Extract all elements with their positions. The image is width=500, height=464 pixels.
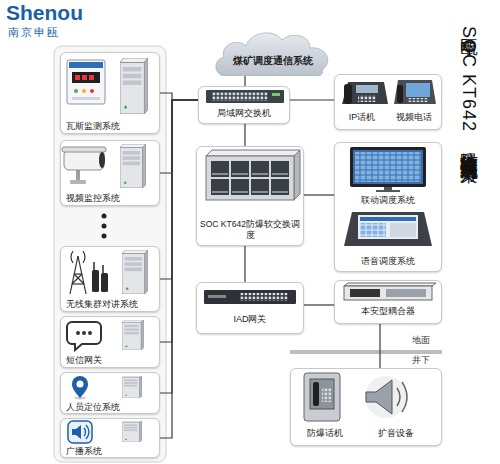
system-box: 视频监控系统	[60, 140, 160, 206]
system-box: 短信网关	[60, 316, 160, 368]
connector-line	[379, 324, 380, 368]
connector-line	[304, 194, 334, 195]
terminal-box: 防爆话机扩音设备	[290, 368, 442, 446]
logo-text: Shenou	[6, 1, 83, 24]
connector-line	[160, 100, 198, 173]
system-box: 无线集群对讲系统	[60, 246, 160, 312]
node-label: 联动调度系统	[335, 195, 441, 206]
level-label: 地面	[412, 336, 430, 346]
connector-line	[160, 93, 198, 100]
connector-line	[160, 100, 198, 393]
left-panel	[54, 46, 166, 462]
ellipsis-dots	[102, 214, 107, 219]
cloud-node: 煤矿调度通信系统	[212, 26, 334, 76]
ellipsis-dots	[102, 214, 107, 239]
system-box: 人员定位系统	[60, 372, 160, 414]
node-label: IP话机	[339, 112, 385, 123]
node-label: SOC KT642防爆软交换调度	[200, 219, 300, 241]
device-box: 联动调度系统语音调度系统	[334, 142, 442, 272]
ellipsis-dots	[102, 224, 107, 229]
ellipsis-dots	[102, 234, 107, 239]
logo-subtext: 南京申瓯	[8, 26, 60, 38]
connector-line	[160, 100, 198, 342]
node-label: 短信网关	[66, 355, 156, 366]
cloud-shape	[212, 26, 334, 76]
node-label: 人员定位系统	[66, 402, 156, 413]
connector-line	[244, 246, 245, 282]
device-box: 局域网交换机	[198, 86, 290, 124]
node-label: 无线集群对讲系统	[66, 299, 156, 310]
level-label: 井下	[412, 356, 430, 366]
ground-band	[290, 350, 442, 354]
node-label: 煤矿调度通信系统	[228, 55, 318, 66]
connector-line	[244, 124, 245, 146]
diagram-title: 申瓯SOC KT642 防爆软交换调度系统组网方案	[460, 24, 478, 151]
connector-line	[160, 100, 198, 279]
cloud-shape	[216, 33, 328, 76]
connector-line	[290, 99, 334, 100]
system-box: 广播系统	[60, 418, 160, 458]
device-box: 本安型耦合器	[334, 280, 442, 324]
node-label: 瓦斯监测系统	[66, 121, 156, 132]
system-box: 瓦斯监测系统	[60, 52, 160, 134]
connector-line	[244, 76, 245, 86]
node-label: 局域网交换机	[199, 108, 289, 119]
node-label: 广播系统	[66, 446, 156, 457]
terminal-box: IP话机视频电话	[334, 74, 442, 130]
node-label: 视频监控系统	[66, 193, 156, 204]
node-label: IAD网关	[197, 314, 303, 325]
node-label: 视频电话	[389, 112, 439, 123]
node-label: 扩音设备	[361, 428, 431, 439]
connector-line	[304, 304, 334, 305]
device-box: IAD网关	[196, 282, 304, 334]
node-label: 语音调度系统	[335, 256, 441, 267]
device-box: SOC KT642防爆软交换调度	[196, 146, 304, 246]
connector-line	[160, 100, 198, 438]
node-label: 防爆话机	[295, 428, 355, 439]
node-label: 本安型耦合器	[335, 306, 441, 317]
